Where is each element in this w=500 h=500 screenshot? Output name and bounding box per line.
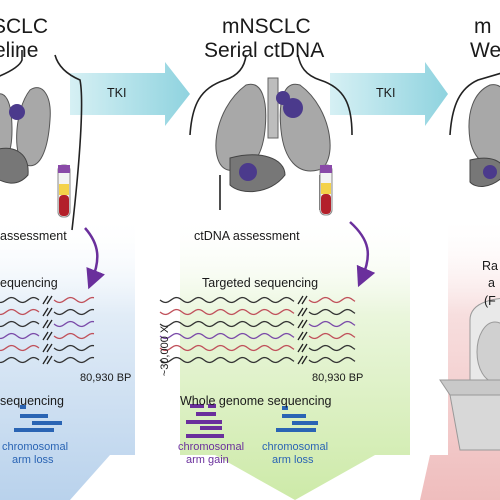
sequencing-read xyxy=(53,332,95,340)
gap-break-mark xyxy=(297,331,308,341)
panel1-bp-label: 80,930 BP xyxy=(80,372,132,384)
sequencing-read xyxy=(308,332,356,340)
ct-scanner xyxy=(439,298,500,451)
gap-break-mark xyxy=(297,295,308,305)
panel2-loss-line1: chromosomal xyxy=(262,441,329,453)
sequencing-read xyxy=(0,308,40,316)
panel2-loss-line2: arm loss xyxy=(272,454,314,466)
panel-arrow-serial xyxy=(180,215,410,500)
lungs-week xyxy=(468,84,500,187)
blood-tube-2 xyxy=(319,164,333,216)
gap-break-mark xyxy=(42,331,53,341)
flow-arrow-2 xyxy=(349,221,376,288)
panel2-gain-line2: arm gain xyxy=(186,454,229,466)
sequencing-read xyxy=(159,356,295,364)
panel3-line2: a xyxy=(488,276,495,290)
flow-arrow-1 xyxy=(84,227,105,290)
panel2-assessment: ctDNA assessment xyxy=(194,229,300,243)
sequencing-read xyxy=(0,320,40,328)
sequencing-read xyxy=(308,320,356,328)
cnv-loss-baseline xyxy=(14,405,62,432)
reads-baseline xyxy=(0,295,95,365)
sequencing-read xyxy=(0,356,40,364)
gap-break-mark xyxy=(297,343,308,353)
sequencing-read xyxy=(308,296,356,304)
tki-arrow-2 xyxy=(330,62,448,126)
panel2-targeted-label: Targeted sequencing xyxy=(202,276,319,290)
panel2-depth-label: ~30,000 X xyxy=(159,325,172,377)
sequencing-read xyxy=(159,344,295,352)
sequencing-read xyxy=(53,320,95,328)
panel1-wgs-label: sequencing xyxy=(0,394,64,408)
panel1-title-line2: eline xyxy=(0,39,39,62)
sequencing-read xyxy=(0,332,40,340)
sequencing-read xyxy=(308,356,356,364)
reads-serial xyxy=(159,295,356,365)
sequencing-read xyxy=(0,344,40,352)
gap-break-mark xyxy=(42,295,53,305)
gap-break-mark xyxy=(42,319,53,329)
panel2-title-line2: Serial ctDNA xyxy=(204,39,325,62)
panel2-title-line1: mNSCLC xyxy=(222,15,311,38)
gap-break-mark xyxy=(42,343,53,353)
panel3-line3: (F xyxy=(484,294,496,308)
panel1-result-line2: arm loss xyxy=(12,454,54,466)
panel2-wgs-label: Whole genome sequencing xyxy=(180,394,332,408)
sequencing-read xyxy=(0,296,40,304)
sequencing-read xyxy=(308,308,356,316)
panel1-result-line1: chromosomal xyxy=(2,441,69,453)
lungs-baseline xyxy=(0,87,51,184)
sequencing-read xyxy=(159,308,295,316)
panel2-bp-label: 80,930 BP xyxy=(312,372,364,384)
gap-break-mark xyxy=(297,307,308,317)
body-baseline xyxy=(0,50,83,231)
body-week xyxy=(449,72,500,136)
panel3-title-line2: We xyxy=(470,39,500,62)
panel3-title-line1: m xyxy=(474,15,492,38)
sequencing-read xyxy=(308,344,356,352)
tki-arrow-1 xyxy=(70,62,190,126)
sequencing-read xyxy=(53,344,95,352)
sequencing-read xyxy=(53,296,95,304)
sequencing-read xyxy=(159,296,295,304)
gap-break-mark xyxy=(42,355,53,365)
sequencing-read xyxy=(159,332,295,340)
gap-break-mark xyxy=(297,355,308,365)
body-serial xyxy=(189,54,353,136)
lungs-serial xyxy=(215,77,331,210)
panel2-gain-line1: chromosomal xyxy=(178,441,245,453)
sequencing-read xyxy=(53,356,95,364)
panel3-line1: Ra xyxy=(482,259,498,273)
tki-label-1: TKI xyxy=(107,86,127,100)
sequencing-read xyxy=(53,308,95,316)
gap-break-mark xyxy=(297,319,308,329)
gap-break-mark xyxy=(42,307,53,317)
blood-tube-1 xyxy=(57,164,71,218)
panel1-assessment: assessment xyxy=(0,229,67,243)
sequencing-read xyxy=(159,320,295,328)
cnv-loss-serial xyxy=(276,406,318,432)
panel1-targeted-label: equencing xyxy=(0,276,58,290)
cnv-gain-serial xyxy=(186,404,224,438)
tki-label-2: TKI xyxy=(376,86,396,100)
panel1-title-line1: SCLC xyxy=(0,15,49,38)
